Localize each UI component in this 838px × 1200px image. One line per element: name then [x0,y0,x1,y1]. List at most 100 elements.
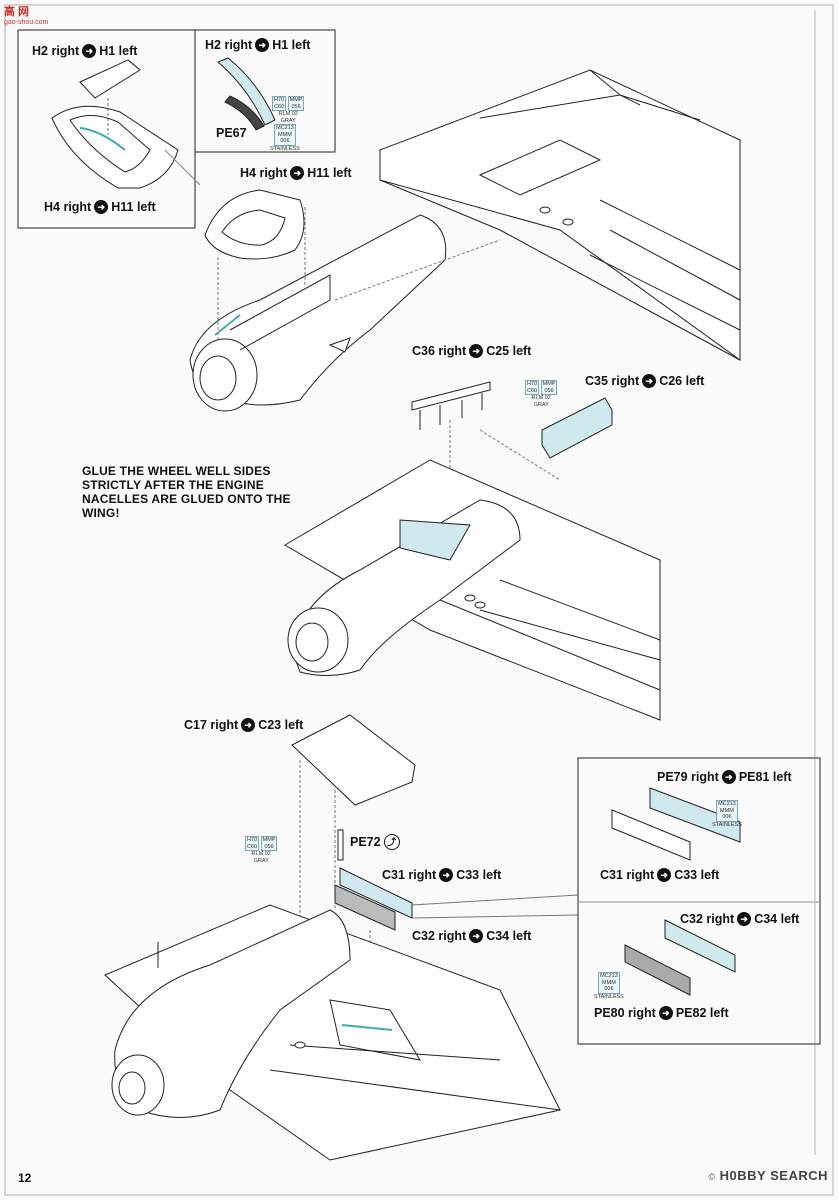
label-part-left: PE82 left [675,1006,729,1020]
label-c36-c25: C36 right➜C25 left [412,344,531,358]
label-part-right: C32 right [412,929,467,943]
label-part-right: PE80 right [594,1006,656,1020]
copyright-mark: © [708,1172,716,1182]
label-part-right: C32 right [680,912,735,926]
paint-code: MMM [278,131,292,138]
right-left-swap-icon: ➜ [241,718,256,732]
glue-notice: GLUE THE WHEEL WELL SIDES STRICTLY AFTER… [82,464,291,520]
label-part-left: C34 left [486,929,532,943]
paint-name: RLM 02 [531,395,551,401]
inset-canopy-box [17,29,201,229]
bend-arrow-icon: ⤴ [383,834,400,850]
right-left-swap-icon: ➜ [290,166,305,180]
label-part: PE72 [350,835,381,849]
page-number: 12 [18,1171,32,1185]
label-part-right: C31 right [600,868,655,882]
label-part-left: C33 left [456,868,502,882]
label-part-right: C35 right [585,374,640,388]
paint-name: STAINLESS [594,993,624,1000]
paint-code: MMM [602,979,616,986]
watermark-sub: gao-shou.com [4,19,49,26]
paint-name: STAINLESS [270,145,300,152]
paint-code: MMP [262,837,276,843]
label-part-right: H2 right [205,38,253,52]
paint-code: MC213 [600,973,618,979]
label-part-right: H4 right [240,166,288,180]
label-part-left: C25 left [486,344,532,358]
label-part-right: H4 right [44,200,92,214]
label-pe80-pe82: PE80 right➜PE82 left [594,1006,729,1020]
page-border [4,4,834,1196]
label-part-left: H11 left [111,200,156,214]
watermark: 高 网 gao-shou.com [4,3,48,26]
label-h4-h11-b: H4 right➜H11 left [44,200,156,214]
wing-bottom [104,904,561,1161]
label-part-left: PE81 left [738,770,792,784]
paint-code: 056 [544,387,554,394]
label-part-left: C23 left [258,718,304,732]
label-part-right: PE79 right [657,770,719,784]
label-h4-h11-a: H4 right➜H11 left [240,166,352,180]
paint-code: C60 [527,387,538,394]
footer-brand: ©H0BBY SEARCH [709,1168,828,1183]
label-part-left: C34 left [754,912,800,926]
label-part-right: C31 right [382,868,437,882]
label-c17-c23: C17 right➜C23 left [184,718,303,732]
right-left-swap-icon: ➜ [721,770,736,784]
paint-code: 006 [280,138,290,144]
right-left-swap-icon: ➜ [657,868,672,882]
label-part: PE67 [216,126,247,140]
label-pe79-pe81: PE79 right➜PE81 left [657,770,792,784]
label-h2-h1-a: H2 right➜H1 left [32,44,137,58]
watermark-text: 高 网 [4,6,30,18]
right-left-swap-icon: ➜ [642,374,657,388]
right-left-swap-icon: ➜ [94,200,109,214]
paint-code: H70 [527,381,538,387]
engine-nacelle-1 [189,189,501,412]
label-part-left: H1 left [99,44,138,58]
paint-code: MMP [289,97,303,103]
paint-code: H70 [247,837,258,843]
paint-code: MC213 [718,801,736,807]
flap-c17 [291,714,416,920]
paint-code: MMP [542,381,556,387]
label-part-left: H1 left [272,38,311,52]
paint-code: H70 [274,97,285,103]
right-left-swap-icon: ➜ [658,1006,673,1020]
brand-text: H0BBY SEARCH [719,1168,828,1183]
paint-name: GRAY [280,117,296,124]
right-left-swap-icon: ➜ [737,912,752,926]
paint-name: GRAY [253,857,269,864]
label-c31-c33-b: C31 right➜C33 left [600,868,719,882]
paint-code: 056 [291,103,301,110]
right-left-swap-icon: ➜ [469,929,484,943]
right-left-swap-icon: ➜ [82,44,97,58]
label-part-right: C17 right [184,718,239,732]
label-c32-c34-b: C32 right➜C34 left [680,912,799,926]
wing-middle [284,459,661,721]
label-c32-c34-a: C32 right➜C34 left [412,929,531,943]
inset-pe67-box [194,29,336,153]
label-part-left: H11 left [307,166,352,180]
paint-name: GRAY [533,401,549,408]
wing-top [379,69,741,361]
label-h2-h1-b: H2 right➜H1 left [205,38,310,52]
label-c31-c33-a: C31 right➜C33 left [382,868,501,882]
label-part-right: C36 right [412,344,467,358]
label-part-left: C26 left [659,374,705,388]
label-part-right: H2 right [32,44,80,58]
paint-code: C60 [247,843,258,850]
paint-code: MC213 [276,125,294,131]
paint-code: 056 [264,843,274,850]
label-part-left: C33 left [674,868,720,882]
detail-inset-right [577,757,821,1045]
paint-name: RLM 02 [278,111,298,117]
label-c35-c26: C35 right➜C26 left [585,374,704,388]
